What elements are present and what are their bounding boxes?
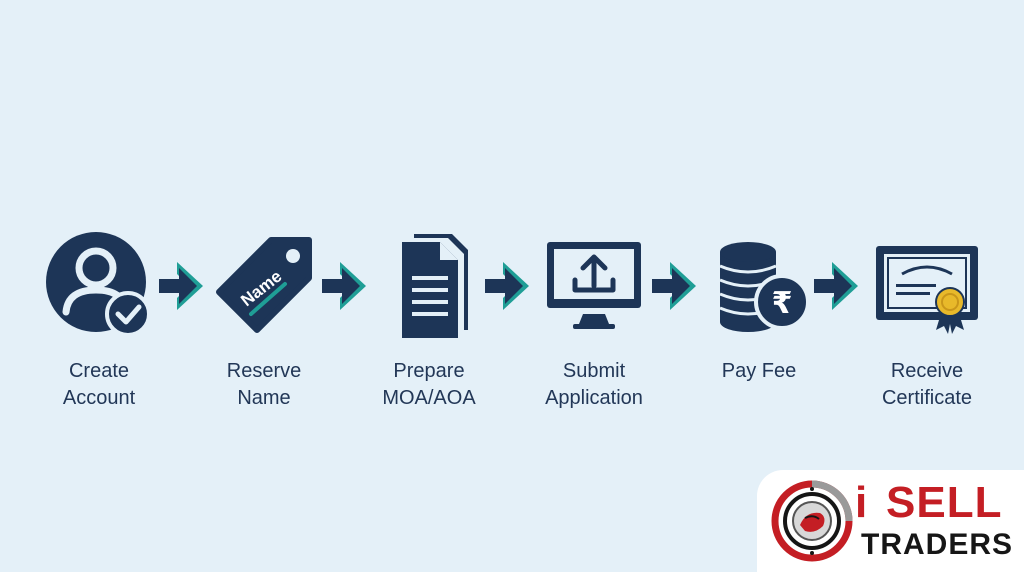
monitor-upload-icon <box>547 242 641 329</box>
logo-word-sell: SELL <box>886 478 1003 527</box>
arrow-right-icon <box>814 262 858 310</box>
logo-emblem-icon <box>771 480 853 562</box>
logo-word-i: i <box>855 478 869 527</box>
certificate-icon <box>876 246 978 334</box>
name-tag-icon: Name <box>216 237 312 333</box>
svg-text:₹: ₹ <box>772 286 793 321</box>
logo-word-traders: TRADERS <box>861 528 1014 561</box>
arrow-right-icon <box>159 262 203 310</box>
arrow-right-icon <box>322 262 366 310</box>
arrow-right-icon <box>485 262 529 310</box>
arrow-right-icon <box>652 262 696 310</box>
user-check-icon <box>46 232 151 337</box>
document-icon <box>402 234 468 338</box>
step-label: Pay Fee <box>721 360 797 382</box>
brand-logo: i SELL TRADERS <box>757 470 1024 572</box>
coins-rupee-icon: ₹ <box>719 242 810 332</box>
step-pay-fee: ₹ Pay Fee <box>674 230 844 385</box>
